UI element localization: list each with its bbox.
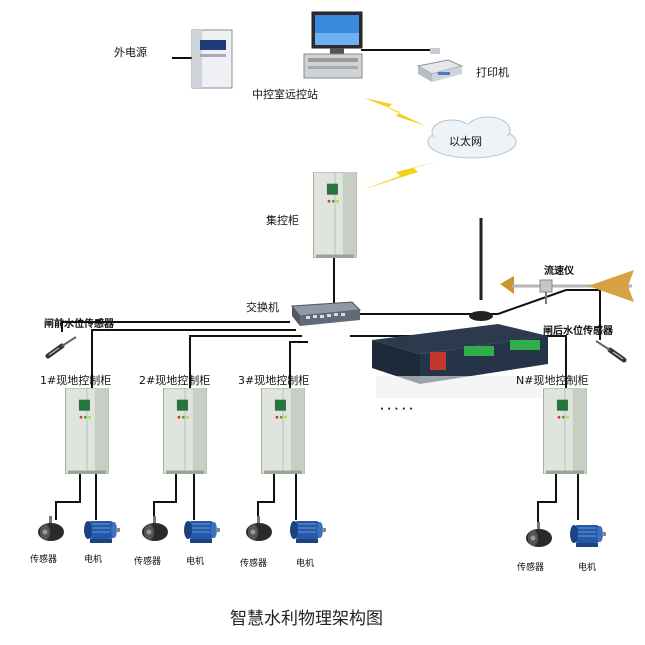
wire-bus-3 bbox=[289, 341, 308, 388]
wire-bus-1 bbox=[91, 329, 296, 388]
motor-2-icon bbox=[183, 520, 220, 544]
motor-3-icon bbox=[289, 520, 326, 544]
gateway-device-icon[interactable] bbox=[372, 218, 548, 398]
motor-2-label: 电机 bbox=[186, 555, 204, 567]
motor-3-label: 电机 bbox=[296, 557, 314, 569]
sensor-n-icon bbox=[526, 522, 552, 547]
motor-n-label: 电机 bbox=[578, 561, 596, 573]
control-station-computer-icon[interactable] bbox=[303, 11, 363, 79]
printer-icon[interactable] bbox=[416, 48, 464, 82]
sensor-n-label: 传感器 bbox=[517, 561, 544, 573]
motor-1-label: 电机 bbox=[84, 553, 102, 565]
sensor-2-label: 传感器 bbox=[134, 555, 161, 567]
central-cabinet-label: 集控柜 bbox=[266, 213, 299, 227]
cabinet-3-label: 3#现地控制柜 bbox=[238, 373, 309, 387]
upstream-water-level-sensor-icon bbox=[48, 337, 76, 356]
motor-1-icon bbox=[83, 520, 120, 544]
cabinet-1-label: 1#现地控制柜 bbox=[40, 373, 111, 387]
wire-flowmeter bbox=[497, 289, 567, 315]
control-station-label: 中控室远控站 bbox=[252, 87, 318, 101]
sensor-1-icon bbox=[38, 516, 64, 541]
upstream-sensor-label: 闸前水位传感器 bbox=[44, 317, 115, 330]
ellipsis-dots: · · · · · bbox=[380, 404, 413, 415]
sensor-1-label: 传感器 bbox=[30, 553, 57, 565]
downstream-water-level-sensor-icon bbox=[596, 341, 624, 360]
ethernet-cloud-icon bbox=[427, 116, 517, 159]
sensor-2-icon bbox=[142, 516, 168, 541]
local-control-cabinet-3-icon[interactable] bbox=[261, 388, 305, 474]
wire-bus-2 bbox=[189, 335, 302, 388]
local-control-cabinet-1-icon[interactable] bbox=[65, 388, 109, 474]
wireless-link-icon-lower bbox=[362, 160, 444, 190]
flow-meter-label: 流速仪 bbox=[544, 264, 575, 277]
wire-cab2-sensor bbox=[153, 474, 177, 520]
printer-label: 打印机 bbox=[476, 65, 509, 79]
switch-label: 交换机 bbox=[246, 300, 279, 314]
central-control-cabinet-icon[interactable] bbox=[313, 172, 357, 258]
external-power-label: 外电源 bbox=[114, 45, 147, 59]
cabinet-n-label: N#现地控制柜 bbox=[516, 373, 588, 387]
diagram-title: 智慧水利物理架构图 bbox=[230, 609, 383, 629]
network-switch-icon[interactable] bbox=[291, 301, 362, 326]
flow-meter-icon bbox=[500, 270, 634, 304]
wire-upstream-sensor bbox=[61, 321, 290, 332]
wireless-link-icon bbox=[364, 98, 426, 126]
ethernet-label: 以太网 bbox=[449, 135, 482, 148]
wire-cab1-sensor bbox=[55, 474, 81, 520]
sensor-3-icon bbox=[246, 516, 272, 541]
ups-power-supply-icon bbox=[191, 29, 233, 89]
wire-cabn-sensor bbox=[537, 474, 557, 524]
downstream-sensor-label: 闸后水位传感器 bbox=[543, 324, 614, 337]
local-control-cabinet-2-icon[interactable] bbox=[163, 388, 207, 474]
sensor-3-label: 传感器 bbox=[240, 557, 267, 569]
local-control-cabinet-n-icon[interactable] bbox=[543, 388, 587, 474]
wire-cab3-sensor bbox=[257, 474, 275, 520]
cabinet-2-label: 2#现地控制柜 bbox=[139, 373, 210, 387]
motor-n-icon bbox=[569, 524, 606, 548]
